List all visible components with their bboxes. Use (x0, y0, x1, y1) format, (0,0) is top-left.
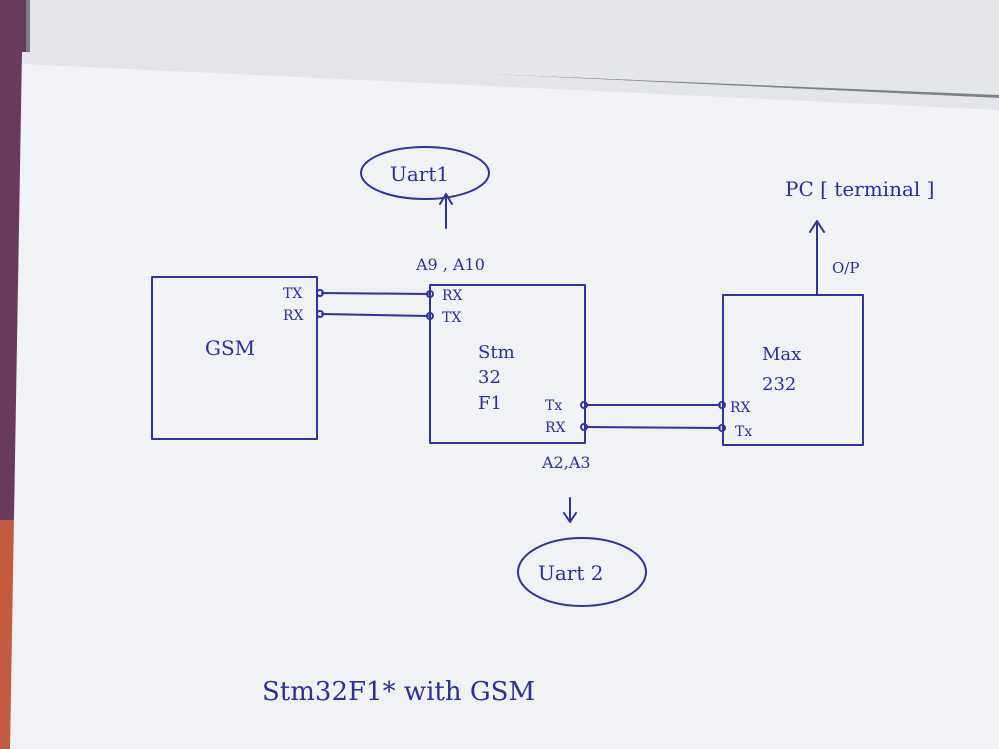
previous-page (30, 0, 999, 95)
wire-stm-tx-to-gsm-rx (321, 313, 429, 317)
uart2-group: A2,A3 Uart 2 (517, 453, 647, 607)
stm32-rx-pin: RX (442, 288, 463, 304)
max232-label-line-2: 232 (762, 374, 796, 395)
output-arrow-label: O/P (832, 259, 859, 277)
page-fold-shadow (22, 52, 999, 110)
stm32-box (429, 284, 586, 444)
uart1-wires (321, 292, 429, 317)
stm32-label-line-3: F1 (478, 393, 502, 414)
uart2-label: Uart 2 (538, 561, 603, 585)
stm32-tx-pin: TX (442, 310, 461, 326)
stm32-rx2-pin: RX (545, 420, 566, 436)
uart2-arrow-head (563, 512, 577, 523)
gsm-label: GSM (205, 336, 255, 360)
output-arrow-head (809, 220, 825, 233)
max232-tx-pin: Tx (735, 424, 752, 440)
gsm-rx-pin: RX (283, 308, 304, 324)
stm32-label-line-2: 32 (478, 367, 501, 388)
uart2-pins-label: A2,A3 (541, 453, 591, 472)
uart1-pins-label: A9 , A10 (415, 255, 485, 274)
max232-label-line-1: Max (762, 344, 801, 365)
uart1-group: Uart1 A9 , A10 (360, 146, 490, 274)
diagram-caption: Stm32F1* with GSM (262, 677, 535, 707)
stm32-tx2-pin: Tx (545, 398, 562, 414)
wire-max-tx-to-stm-rx (585, 426, 721, 429)
max232-rx-pin: RX (730, 400, 751, 416)
stm32-block: Stm 32 F1 RX TX Tx RX (426, 284, 588, 444)
gsm-block: GSM TX RX (151, 276, 324, 440)
gsm-box (151, 276, 318, 440)
uart1-label: Uart1 (390, 162, 449, 186)
notebook-page (10, 52, 999, 749)
pc-output-group: O/P PC [ terminal ] (785, 177, 934, 296)
uart1-ellipse (360, 146, 490, 200)
uart2-ellipse (517, 537, 647, 607)
wire-gsm-tx-to-stm-rx (321, 292, 429, 295)
max232-box (722, 294, 864, 446)
max232-block: Max 232 RX Tx (718, 294, 864, 446)
stm32-label-line-1: Stm (478, 342, 515, 363)
pc-terminal-label: PC [ terminal ] (785, 177, 934, 201)
uart2-wires (585, 404, 721, 429)
uart1-arrow-head (439, 193, 453, 205)
gsm-tx-pin: TX (283, 286, 302, 302)
